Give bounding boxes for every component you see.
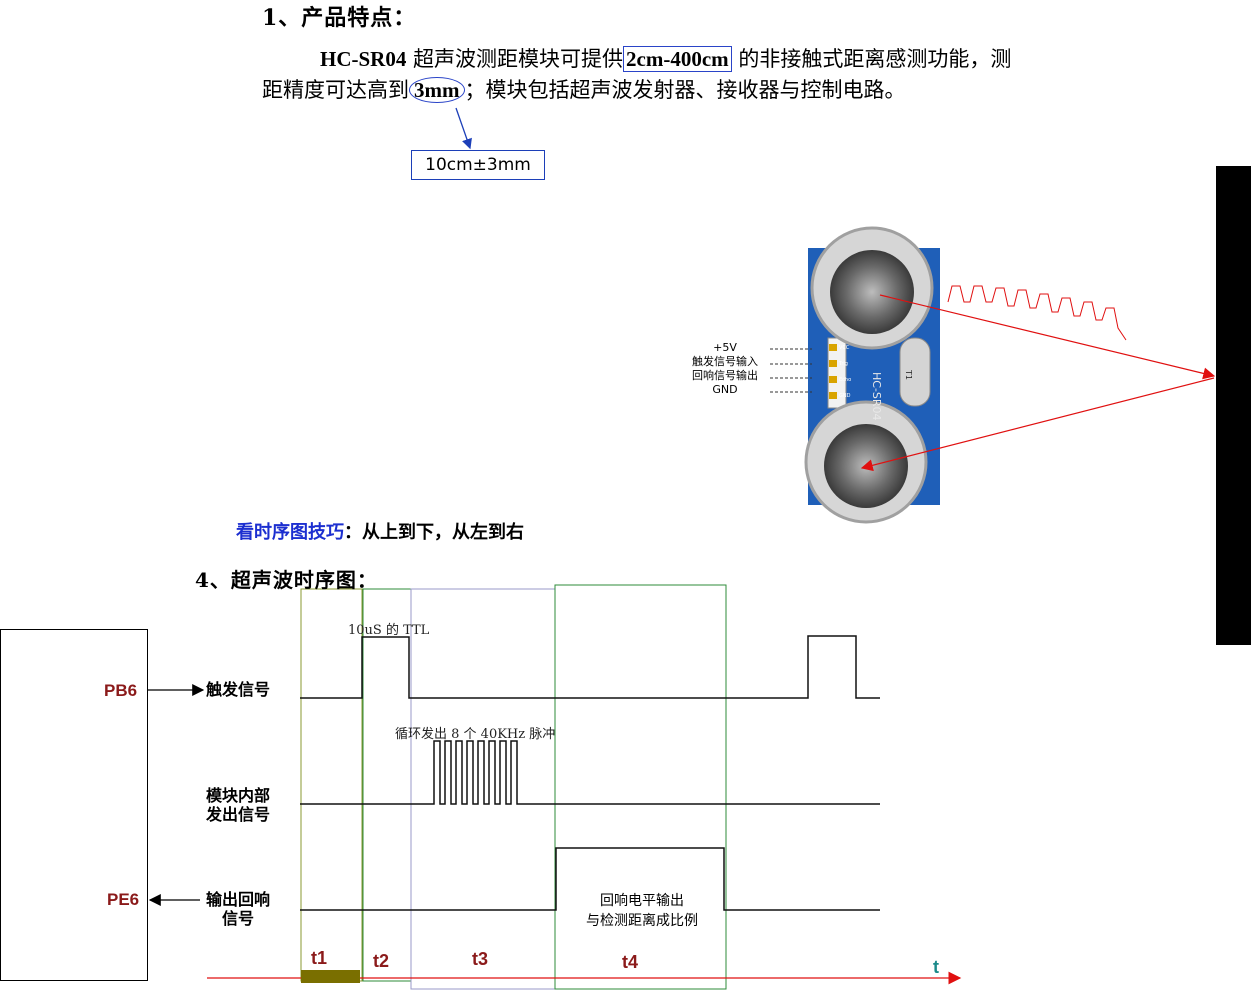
burst-waveform (300, 740, 880, 805)
reflected-beam (860, 377, 1215, 472)
pulse-waveform (947, 285, 1127, 341)
description-part-a: 超声波测距模块可提供 (406, 47, 624, 71)
phase-label-t4: t4 (622, 952, 639, 972)
phase-label-t1: t1 (311, 948, 328, 968)
hc-sr04-module: HC-SR04 T1 VCC Trig Echo GND (804, 226, 940, 524)
section-1-heading: 1、产品特点： (262, 5, 417, 31)
echo-waveform (300, 847, 880, 911)
pin-silk-vcc: VCC (839, 345, 850, 351)
pin-silk-trig: Trig (838, 361, 848, 367)
description-part-c: 距精度可达高到 (262, 78, 409, 102)
reading-tip: 看时序图技巧：从上到下，从左到右 (236, 518, 524, 544)
description-part-d: ；模块包括超声波发射器、接收器与控制电路。 (464, 78, 906, 102)
trigger-signal-label: 触发信号 (205, 680, 270, 699)
phase-box-t4 (554, 584, 727, 990)
description-part-b: 的非接触式距离感测功能，测 (731, 47, 1012, 71)
emitted-beam (879, 294, 1216, 380)
pin-label-gnd: GND (712, 383, 738, 396)
phase-box-t3 (410, 588, 556, 990)
section-4-heading: 4、超声波时序图： (195, 568, 378, 592)
burst-annotation: 循环发出 8 个 40KHz 脉冲 (395, 727, 556, 742)
phase-box-t1 (300, 588, 363, 982)
pin-label-vcc: +5V (713, 341, 737, 354)
model-name: HC-SR04 (320, 47, 407, 71)
internal-signal-label: 模块内部 发出信号 (205, 786, 270, 824)
mcu-pin-pb6: PB6 (104, 681, 138, 700)
range-highlight: 2cm-400cm (623, 46, 732, 72)
t1-bar (301, 970, 360, 983)
pin-label-trig: 触发信号输入 (692, 355, 758, 368)
echo-signal-label: 输出回响 信号 (205, 890, 270, 928)
trigger-waveform (300, 635, 880, 699)
phase-box-t2 (362, 588, 412, 982)
phase-label-t2: t2 (373, 951, 390, 971)
mcu-pin-pe6: PE6 (107, 890, 140, 909)
mcu-box (0, 629, 148, 981)
pin-label-echo: 回响信号输出 (692, 369, 758, 382)
pin-silk-echo: Echo (839, 377, 851, 383)
crystal-label: T1 (904, 369, 913, 380)
echo-annotation: 回响电平输出 与检测距离成比例 (586, 893, 698, 929)
callout-arrow (455, 107, 472, 150)
time-axis-label: t (933, 957, 939, 977)
tip-text: ：从上到下，从左到右 (344, 522, 524, 543)
tip-label: 看时序图技巧 (236, 522, 344, 543)
pin-silk-gnd: GND (839, 393, 851, 399)
phase-label-t3: t3 (472, 949, 489, 969)
board-label: HC-SR04 (870, 372, 883, 421)
precision-highlight: 3mm (409, 77, 465, 103)
ttl-annotation: 10uS 的 TTL (348, 623, 430, 638)
obstacle-wall (1216, 166, 1251, 645)
precision-callout: 10cm±3mm (411, 150, 545, 180)
